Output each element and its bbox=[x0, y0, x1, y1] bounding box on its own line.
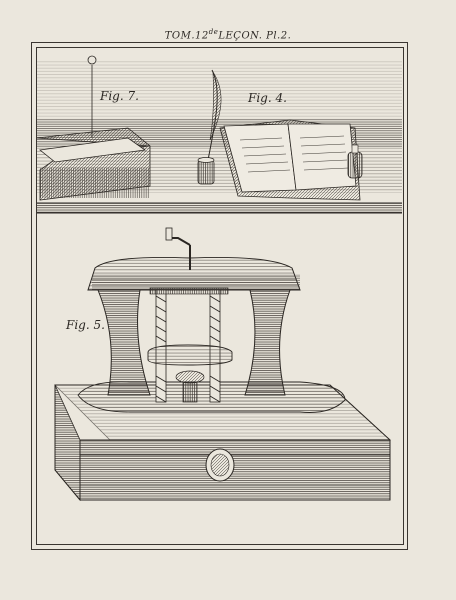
fig5-label: Fig. 5. bbox=[66, 318, 105, 332]
header-main: TOM.12 bbox=[164, 30, 209, 42]
fig7-label: Fig. 7. bbox=[100, 89, 139, 103]
plate-frame-outer bbox=[31, 42, 408, 550]
header-superscript: de bbox=[208, 28, 219, 36]
inkwell-quill bbox=[197, 69, 222, 185]
fig4-label: Fig. 4. bbox=[248, 91, 287, 105]
header-rest: LEÇON. Pl.2. bbox=[218, 30, 292, 42]
plate-header: TOM.12deLEÇON. Pl.2. bbox=[0, 28, 456, 41]
fig4-open-book bbox=[219, 119, 363, 201]
fig5-press bbox=[54, 227, 392, 502]
fig7-apparatus bbox=[36, 55, 151, 201]
plate-frame-inner bbox=[36, 47, 404, 545]
